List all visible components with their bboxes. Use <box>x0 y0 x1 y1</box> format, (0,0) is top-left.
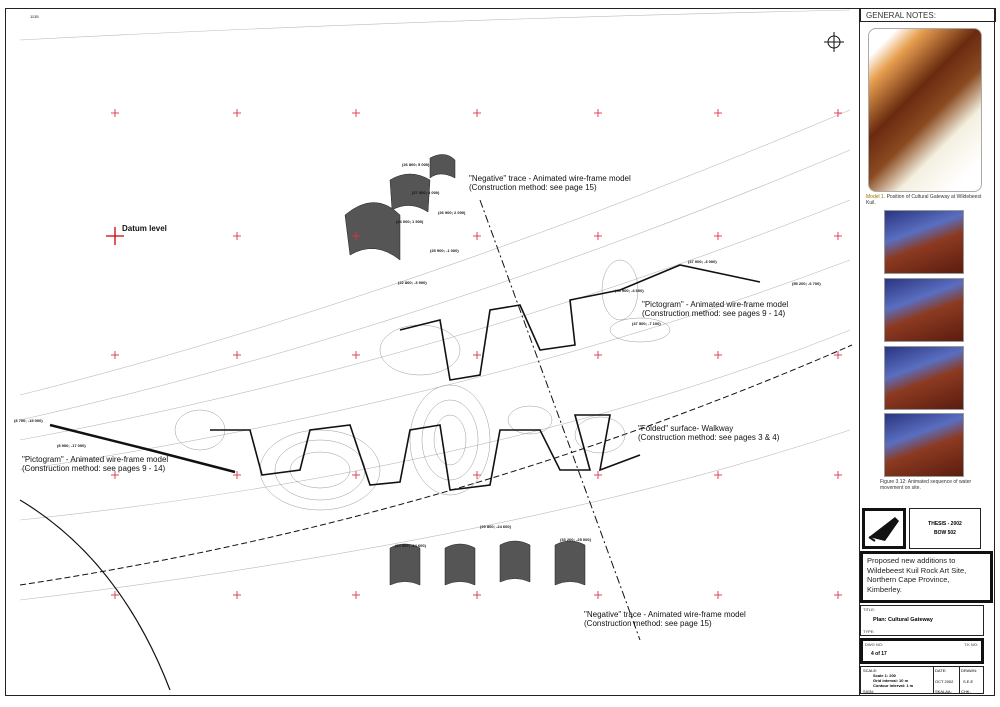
coord-label: (27 000; 4 000) <box>412 190 440 195</box>
coord-label: (25 900; -1 000) <box>430 248 459 253</box>
annotation-pictogram-left: "Pictogram" - Animated wire-frame model(… <box>22 455 169 473</box>
contours <box>174 259 671 511</box>
road-line <box>19 499 171 691</box>
grid-cross <box>714 471 722 479</box>
grid-cross <box>594 591 602 599</box>
grid-cross <box>352 591 360 599</box>
grid-cross <box>594 351 602 359</box>
grid-cross <box>111 351 119 359</box>
project-title: Proposed new additions to Wildebeest Kui… <box>860 551 993 603</box>
walkway-surface <box>210 264 761 491</box>
grid-cross <box>714 232 722 240</box>
grid-cross <box>233 591 241 599</box>
figure-caption: Figure 3.12: Animated sequence of water … <box>880 479 972 491</box>
grid-cross <box>834 109 842 117</box>
grid-cross <box>594 232 602 240</box>
drawing-title: Plan: Cultural Gateway <box>873 617 933 623</box>
coord-label: (22 800; -3 900) <box>398 280 427 285</box>
coord-label: (29 800; -24 600) <box>480 524 511 529</box>
grid-cross <box>233 471 241 479</box>
grid-cross <box>233 232 241 240</box>
grid-cross <box>111 471 119 479</box>
coord-label: (8 900; -17 000) <box>57 443 86 448</box>
grid-cross <box>594 109 602 117</box>
north-arrow-icon <box>824 32 844 52</box>
drawing-number-box: DWG NO: T.K NO: 4 of 17 <box>860 638 984 664</box>
grid-cross <box>473 109 481 117</box>
drawing-number: 4 of 17 <box>871 651 887 657</box>
grid-cross <box>594 471 602 479</box>
grid-cross <box>473 351 481 359</box>
grid-cross <box>233 109 241 117</box>
grid-cross <box>834 591 842 599</box>
datum-marker <box>106 227 124 245</box>
pictogram-left <box>49 423 236 474</box>
coord-label: (26 900; 2 000) <box>438 210 466 215</box>
coord-label: (55 200; -6 700) <box>792 281 821 286</box>
grid-cross <box>352 471 360 479</box>
grid-cross <box>714 109 722 117</box>
logo-icon <box>862 508 906 549</box>
grid-cross <box>473 232 481 240</box>
grid-cross <box>352 232 360 240</box>
grid-cross <box>834 232 842 240</box>
grid-cross <box>473 591 481 599</box>
grid-cross <box>834 471 842 479</box>
coord-label: (47 500; -7 100) <box>632 321 661 326</box>
site-plan-drawing <box>19 9 853 691</box>
grid-cross <box>111 591 119 599</box>
water-sequence-frame-3 <box>884 346 964 410</box>
general-notes-heading: GENERAL NOTES: <box>860 8 996 22</box>
drawing-title-box: TITLE: Plan: Cultural Gateway TYPE: <box>860 605 984 636</box>
coord-label: (46 900; -4 600) <box>615 288 644 293</box>
terrain-lines <box>19 9 851 601</box>
grid-cross <box>233 351 241 359</box>
grid-cross <box>473 471 481 479</box>
coord-label: (23 300; -24 600) <box>395 543 426 548</box>
datum-label: Datum level <box>122 224 167 233</box>
negative-trace-models <box>344 154 586 586</box>
model-caption: Model 1. Position of Cultural Gateway at… <box>866 194 982 206</box>
notes-panel: GENERAL NOTES: Model 1. Position of Cult… <box>859 8 996 696</box>
annotation-folded-walkway: "Folded" surface- Walkway(Construction m… <box>638 424 780 442</box>
coord-label: (26 800; 5 000) <box>402 162 430 167</box>
annotation-pictogram-right: "Pictogram" - Animated wire-frame model(… <box>642 300 789 318</box>
water-sequence-frame-4 <box>884 413 964 477</box>
coord-label: (33 200; -25 000) <box>560 537 591 542</box>
coord-label: (47 000; -3 000) <box>688 259 717 264</box>
sheet-border <box>5 8 995 696</box>
water-sequence-frame-1 <box>884 210 964 274</box>
coord-label: (8 700; -15 000) <box>14 418 43 423</box>
grid-crosses <box>111 109 842 599</box>
grid-cross <box>714 591 722 599</box>
scale-box: SCALE: Scale 1: 200 Grid interval: 10 m … <box>860 666 984 694</box>
grid-cross <box>352 109 360 117</box>
coord-label: (24 000; 1 500) <box>396 219 424 224</box>
axis-line <box>479 199 641 641</box>
grid-cross <box>834 351 842 359</box>
boundary-line <box>19 344 853 586</box>
annotation-negative-top: "Negative" trace - Animated wire-frame m… <box>469 174 631 192</box>
water-sequence-frame-2 <box>884 278 964 342</box>
grid-cross <box>714 351 722 359</box>
grid-cross <box>352 351 360 359</box>
grid-cross <box>111 109 119 117</box>
top-label: 1135 <box>30 14 39 19</box>
annotation-negative-bottom: "Negative" trace - Animated wire-frame m… <box>584 610 746 628</box>
model-image <box>868 28 982 192</box>
